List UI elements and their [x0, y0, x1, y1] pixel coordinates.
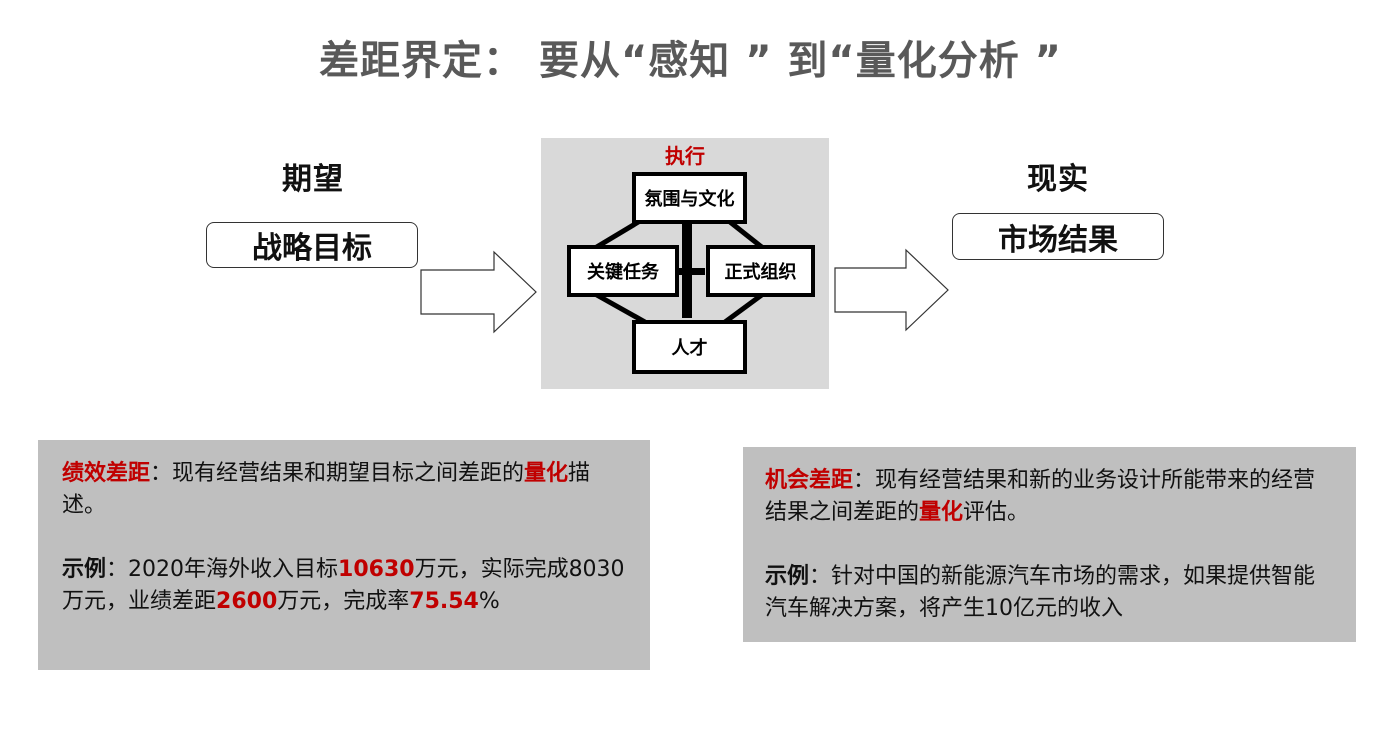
example-rate-value: 75.54	[409, 589, 479, 614]
node-formal-organization: 正式组织	[706, 245, 815, 297]
performance-gap-definition: 绩效差距：现有经营结果和期望目标之间差距的量化描述。	[62, 458, 626, 522]
example-text: ：针对中国的新能源汽车市场的需求，如果提供智能汽车解决方案，将产生10亿元的收入	[765, 564, 1316, 621]
example-label: 示例	[765, 564, 810, 589]
example-gap-value: 2600	[216, 589, 278, 614]
performance-gap-example: 示例：2020年海外收入目标10630万元，实际完成8030万元，业绩差距260…	[62, 554, 626, 618]
node-critical-tasks: 关键任务	[567, 245, 679, 297]
execution-panel: 执行 氛围与文化 关键任务 正式组织 人才	[541, 138, 829, 389]
example-target-value: 10630	[338, 557, 415, 582]
market-result-pill: 市场结果	[952, 213, 1164, 260]
performance-gap-term: 绩效差距	[62, 461, 151, 486]
opportunity-gap-box: 机会差距：现有经营结果和新的业务设计所能带来的经营结果之间差距的量化评估。 示例…	[743, 447, 1356, 642]
opportunity-gap-term: 机会差距	[765, 468, 854, 493]
performance-gap-text: ：现有经营结果和期望目标之间差距的	[150, 461, 525, 486]
performance-gap-text-end: 描述。	[62, 461, 591, 518]
node-talent: 人才	[632, 320, 747, 374]
node-culture: 氛围与文化	[632, 172, 747, 224]
performance-gap-emphasis: 量化	[524, 461, 569, 486]
left-arrow	[420, 250, 537, 334]
example-text-c: 万元，完成率	[277, 589, 410, 614]
opportunity-gap-text-end: 评估。	[963, 500, 1030, 525]
right-arrow	[834, 248, 949, 332]
opportunity-gap-text: ：现有经营结果和新的业务设计所能带来的经营结果之间差距的	[765, 468, 1316, 525]
example-text-a: ：2020年海外收入目标	[106, 557, 339, 582]
execution-label: 执行	[665, 144, 705, 168]
page-title: 差距界定： 要从“感知 ” 到“量化分析 ”	[319, 38, 1062, 84]
example-label: 示例	[62, 557, 107, 582]
opportunity-gap-definition: 机会差距：现有经营结果和新的业务设计所能带来的经营结果之间差距的量化评估。	[765, 465, 1334, 529]
expectation-heading: 期望	[282, 162, 344, 197]
strategic-goal-pill: 战略目标	[206, 222, 418, 268]
reality-heading: 现实	[1027, 162, 1089, 197]
opportunity-gap-example: 示例：针对中国的新能源汽车市场的需求，如果提供智能汽车解决方案，将产生10亿元的…	[765, 561, 1334, 625]
performance-gap-box: 绩效差距：现有经营结果和期望目标之间差距的量化描述。 示例：2020年海外收入目…	[38, 440, 650, 670]
example-text-b: 万元，实际完成8030万元，业绩差距	[62, 557, 625, 614]
example-percent-sign: %	[478, 589, 500, 614]
opportunity-gap-emphasis: 量化	[919, 500, 964, 525]
